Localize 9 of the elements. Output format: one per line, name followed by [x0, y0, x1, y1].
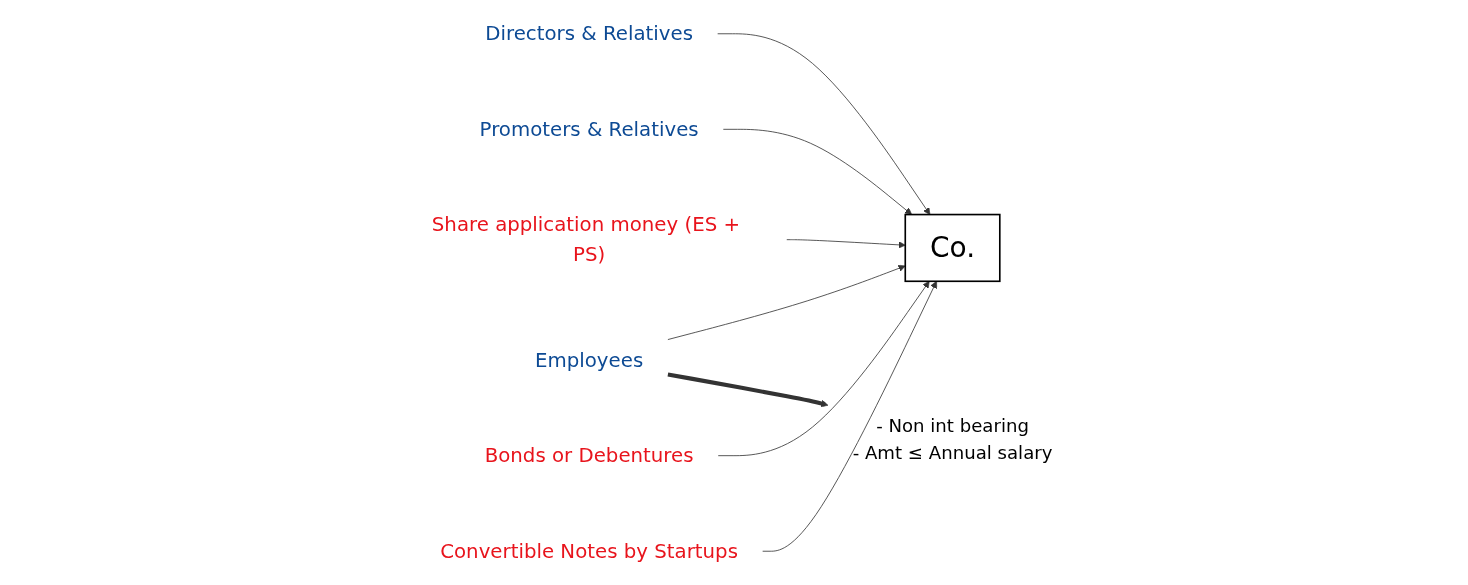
node-text: Directors & Relatives: [484, 22, 693, 46]
node-text: Bonds or Debentures: [484, 444, 694, 468]
node-box: Co.: [904, 213, 1001, 283]
node-text: - Non int bearing - Amt ≤ Annual salary: [852, 415, 1053, 464]
node-text: Share application money (ES + PS): [431, 213, 740, 267]
arrow: [667, 372, 828, 408]
node-text: Employees: [534, 348, 643, 372]
node-text: Promoters & Relatives: [479, 117, 699, 141]
node-text: Convertible Notes by Startups: [439, 539, 738, 563]
